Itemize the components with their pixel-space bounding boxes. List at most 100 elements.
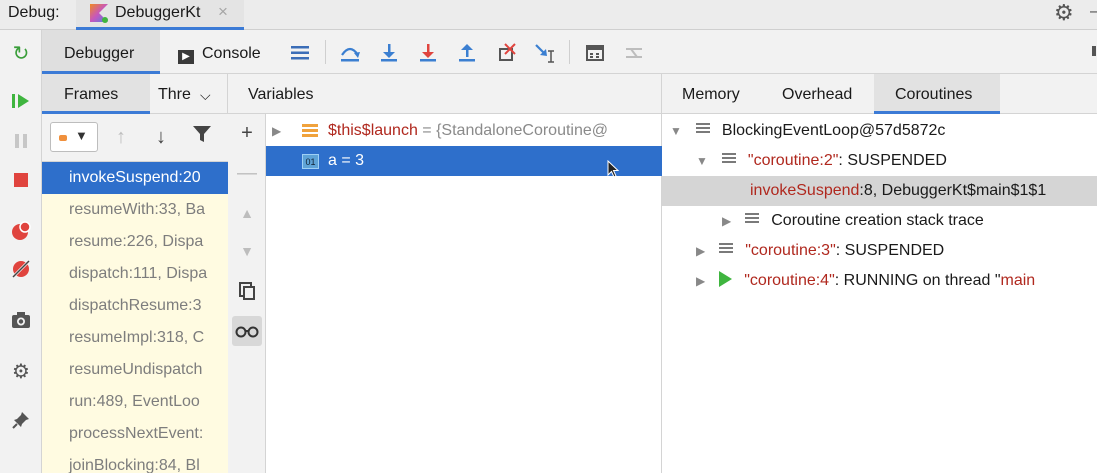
view-breakpoints-icon[interactable] <box>8 218 34 244</box>
more-icon[interactable] <box>1092 46 1096 56</box>
coroutine-name: "coroutine:3" <box>745 242 836 259</box>
frame-method: invokeSuspend <box>750 182 860 199</box>
stack-icon <box>745 213 760 226</box>
camera-icon[interactable] <box>8 307 34 333</box>
pause-icon[interactable] <box>8 128 34 154</box>
expand-arrow-icon[interactable]: ▶ <box>696 274 706 288</box>
coroutines-tree: ▼ BlockingEventLoop@57d5872c ▼ "coroutine:… <box>662 114 1097 473</box>
tab-memory[interactable]: Memory <box>682 86 740 103</box>
thread-selector[interactable]: ▼ <box>50 122 98 152</box>
trace-current-stream-icon[interactable] <box>620 39 648 67</box>
step-into-icon[interactable] <box>375 39 403 67</box>
frame-row[interactable]: resumeWith:33, Ba <box>42 194 228 226</box>
active-tab-underline <box>42 71 160 74</box>
coroutine-dispatcher-row[interactable]: ▼ BlockingEventLoop@57d5872c <box>670 116 1097 146</box>
debug-actions-strip: ↻ ⚙ <box>0 30 42 473</box>
close-tab-icon[interactable]: × <box>218 2 228 21</box>
run-to-cursor-icon[interactable] <box>531 39 559 67</box>
variable-row-selected[interactable]: 01 a = 3 <box>266 146 662 176</box>
down-arrow-icon[interactable]: ↓ <box>156 126 166 148</box>
tab-console-label: Console <box>202 45 261 62</box>
coroutine-row[interactable]: ▼"coroutine:2": SUSPENDED <box>696 146 1097 176</box>
step-over-icon[interactable] <box>336 39 364 67</box>
tab-frames[interactable]: Frames <box>64 86 119 103</box>
thread-name: main <box>1000 272 1036 289</box>
tab-console[interactable]: ▶ Console <box>178 45 261 64</box>
tab-debugger[interactable]: Debugger <box>42 30 160 74</box>
frame-row-selected[interactable]: invokeSuspend:20 <box>42 162 228 194</box>
variables-tree: ▶ $this$launch = {StandaloneCoroutine@ 0… <box>266 114 662 473</box>
frame-row[interactable]: run:489, EventLoo <box>42 386 228 418</box>
thread-status-icon <box>59 135 67 141</box>
coroutine-state: : RUNNING on thread " <box>834 272 1001 289</box>
frame-row[interactable]: processNextEvent: <box>42 418 228 450</box>
move-down-icon[interactable]: ▼ <box>240 243 254 259</box>
resume-icon[interactable] <box>8 88 34 114</box>
copy-icon[interactable] <box>234 278 260 304</box>
up-arrow-icon[interactable]: ↑ <box>116 126 126 148</box>
evaluate-expression-icon[interactable] <box>581 39 609 67</box>
variable-value: = {StandaloneCoroutine@ <box>417 122 608 139</box>
variable-name: $this$launch <box>328 122 418 139</box>
mute-breakpoints-icon[interactable] <box>8 256 34 282</box>
frame-row[interactable]: resumeUndispatch <box>42 354 228 386</box>
frame-row[interactable]: joinBlocking:84, Bl <box>42 450 228 473</box>
move-up-icon[interactable]: ▲ <box>240 205 254 221</box>
stack-icon <box>721 153 736 166</box>
coroutine-name: "coroutine:2" <box>747 152 839 169</box>
tab-threads[interactable]: Thre <box>158 86 191 103</box>
kotlin-icon <box>90 4 108 23</box>
coroutine-row[interactable]: ▶"coroutine:3": SUSPENDED <box>696 236 1097 266</box>
hamburger-icon[interactable] <box>286 39 314 67</box>
expand-arrow-icon[interactable]: ▶ <box>696 244 706 258</box>
active-tab-underline <box>76 27 244 30</box>
coroutine-row[interactable]: ▶ "coroutine:4": RUNNING on thread "main <box>696 266 1097 296</box>
expand-arrow-icon[interactable]: ▶ <box>272 124 282 138</box>
drop-frame-icon[interactable] <box>492 39 520 67</box>
run-config-name: DebuggerKt <box>115 4 201 21</box>
tab-coroutines[interactable]: Coroutines <box>895 86 973 103</box>
tab-frames-bg <box>42 74 150 114</box>
variable-text: a = 3 <box>328 152 365 169</box>
stop-icon[interactable] <box>8 167 34 193</box>
hide-icon[interactable]: – <box>1090 1 1097 21</box>
pin-icon[interactable] <box>8 407 34 433</box>
frame-row[interactable]: resumeImpl:318, C <box>42 322 228 354</box>
primitive-type-icon: 01 <box>302 154 319 169</box>
chevron-down-icon[interactable]: ⌵ <box>200 87 211 103</box>
collapse-arrow-icon[interactable]: ▼ <box>696 154 708 168</box>
force-step-into-icon[interactable] <box>414 39 442 67</box>
step-out-icon[interactable] <box>453 39 481 67</box>
tab-overhead[interactable]: Overhead <box>782 86 853 103</box>
stack-icon <box>719 243 734 256</box>
variable-row[interactable]: ▶ $this$launch = {StandaloneCoroutine@ <box>266 116 662 146</box>
stack-icon <box>695 123 710 136</box>
frame-row[interactable]: dispatch:111, Dispa <box>42 258 228 290</box>
frame-row[interactable]: dispatchResume:3 <box>42 290 228 322</box>
creation-trace-row[interactable]: ▶ Coroutine creation stack trace <box>722 206 1097 236</box>
debugger-toolbar: Debugger ▶ Console <box>42 30 1097 74</box>
frames-tabs: Frames Thre ⌵ <box>42 74 227 114</box>
dispatcher-name: BlockingEventLoop@57d5872c <box>721 122 946 139</box>
frames-toolbar: ▼ ↑ ↓ <box>42 114 228 162</box>
add-watch-icon[interactable]: + <box>241 121 253 144</box>
frame-row[interactable]: resume:226, Dispa <box>42 226 228 258</box>
creation-trace-label: Coroutine creation stack trace <box>771 212 984 229</box>
filter-icon[interactable] <box>192 124 212 150</box>
coroutine-name: "coroutine:4" <box>744 272 835 289</box>
variables-header: Variables <box>228 74 662 114</box>
rerun-icon[interactable]: ↻ <box>12 42 30 65</box>
coroutine-frame-row-selected[interactable]: invokeSuspend:8, DebuggerKt$main$1$1 <box>662 176 1097 206</box>
variables-gutter: + — ▲ ▼ <box>228 114 266 473</box>
glasses-icon[interactable] <box>232 316 262 346</box>
gear-icon[interactable]: ⚙ <box>1054 0 1074 25</box>
running-icon <box>719 271 733 287</box>
expand-arrow-icon[interactable]: ▶ <box>722 214 732 228</box>
console-icon: ▶ <box>178 50 194 64</box>
tab-coroutines-bg <box>874 74 1000 114</box>
remove-watch-icon[interactable]: — <box>237 161 257 184</box>
collapse-arrow-icon[interactable]: ▼ <box>670 124 682 138</box>
settings-icon[interactable]: ⚙ <box>12 360 30 383</box>
